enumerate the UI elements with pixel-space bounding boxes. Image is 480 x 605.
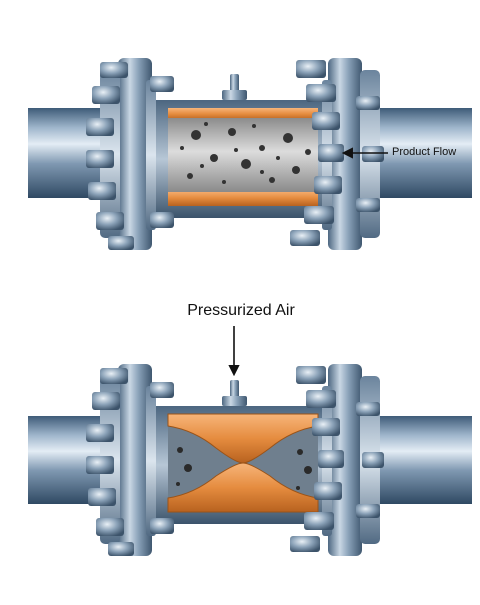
air-inlet-stem [230,380,239,400]
valve-bottom [28,364,472,556]
air-inlet-base [222,90,247,100]
flange-right [328,364,362,556]
liner-bottom [168,190,318,206]
flange-left [118,58,152,250]
product-flow-label: Product Flow [392,146,457,158]
flange-left [118,364,152,556]
air-inlet-stem [230,74,239,94]
product-particles [176,447,312,490]
liner-top [168,108,318,120]
product-particles [180,122,311,184]
bolts-right [290,60,384,246]
bolts-left [86,62,174,250]
air-inlet-base [222,396,247,406]
pressurized-air-label: Pressurized Air [187,302,295,319]
bolts-left [86,368,174,556]
bolts-right [290,366,384,552]
valve-top [28,58,472,250]
liner-lower-pinched [167,462,319,513]
product-stream [168,118,318,192]
